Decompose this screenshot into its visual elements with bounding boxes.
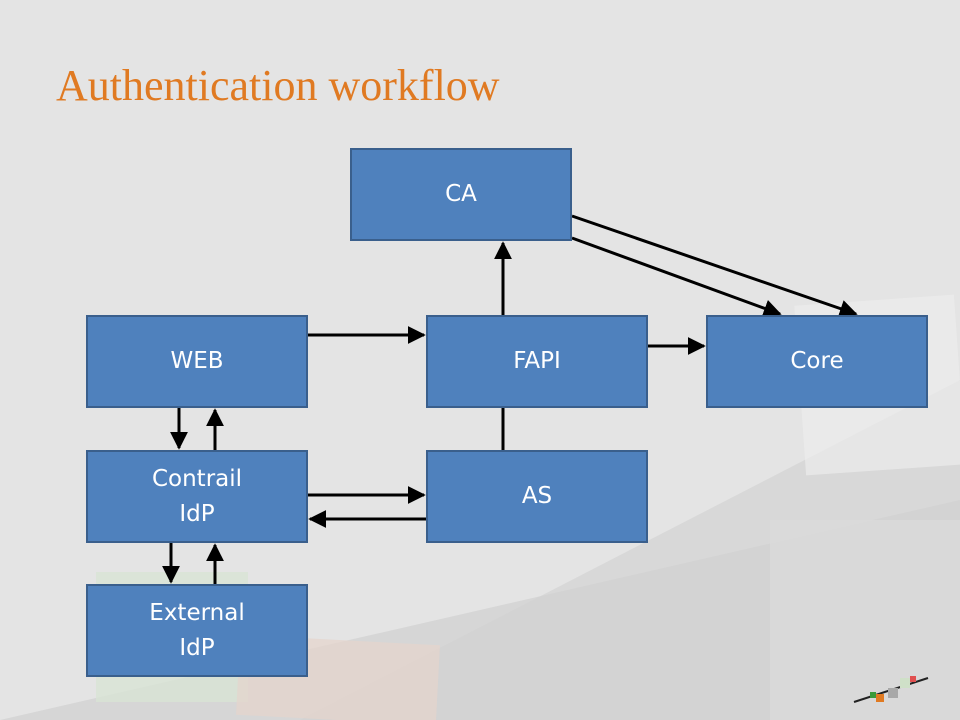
node-contrail-idp-label-line1: Contrail [151, 466, 243, 492]
node-contrail-idp: Contrail IdP [86, 450, 308, 543]
node-ca-label: CA [445, 181, 477, 208]
arrow-ca-to-core-a [571, 214, 858, 318]
arrow-ca-to-core-b [571, 236, 782, 317]
node-fapi-label: FAPI [513, 348, 561, 375]
node-fapi: FAPI [426, 315, 648, 408]
node-as-label: AS [521, 483, 553, 510]
node-contrail-idp-label-line2: IdP [179, 500, 215, 527]
node-ca: CA [350, 148, 572, 241]
node-core: Core [706, 315, 928, 408]
node-external-idp-label-line2: IdP [179, 634, 215, 661]
node-web: WEB [86, 315, 308, 408]
node-web-label: WEB [170, 348, 224, 375]
node-external-idp: External IdP [86, 584, 308, 677]
node-core-label: Core [790, 348, 844, 375]
node-external-idp-label-line1: External [149, 600, 245, 626]
slide-title: Authentication workflow [56, 61, 500, 110]
node-as: AS [426, 450, 648, 543]
brand-logo-icon [853, 676, 929, 703]
